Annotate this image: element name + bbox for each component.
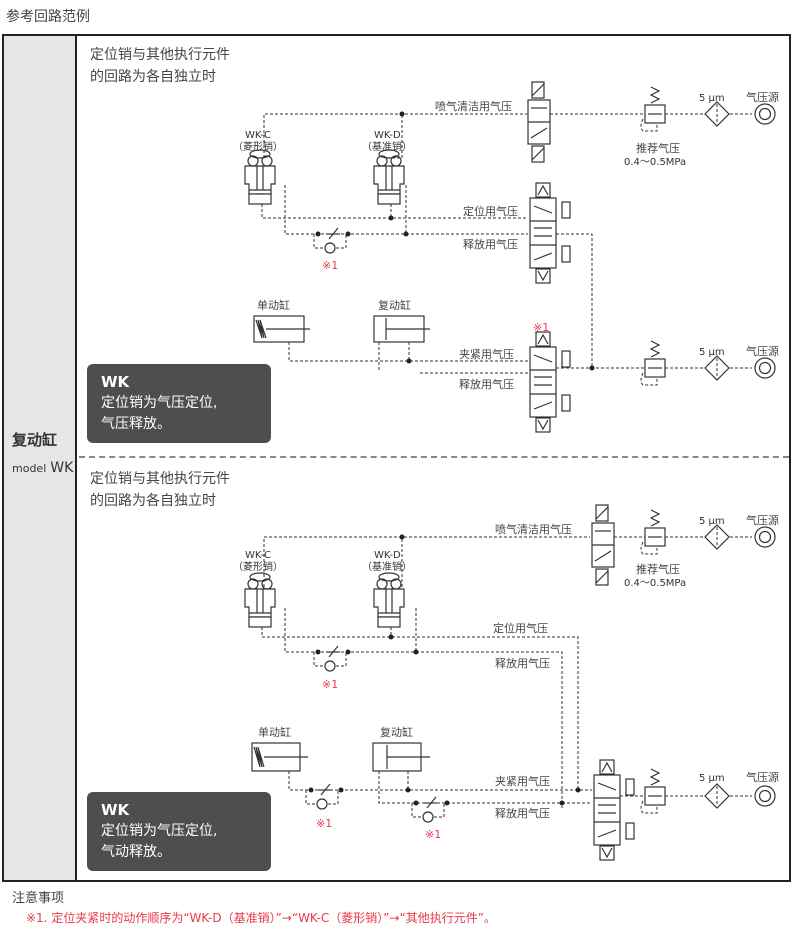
release2-label: 释放用气压 <box>459 377 514 391</box>
release2-label: 释放用气压 <box>495 806 550 820</box>
rec-pressure-value: 0.4～0.5MPa <box>624 157 686 168</box>
callout-box: WK 定位销为气压定位, 气动释放。 <box>87 792 271 871</box>
air-source-1 <box>754 103 776 125</box>
regulator-3 <box>640 509 666 555</box>
section1-circuit: 喷气清洁用气压 定位用气压 释放用气压 夹紧用气压 释放用气压 WK-C （菱形… <box>233 81 779 433</box>
wkd-sub-label: （基准销） <box>362 140 412 153</box>
air-source-4 <box>754 785 776 807</box>
wkd-pin <box>373 572 405 628</box>
callout-box: WK 定位销为气压定位, 气压释放。 <box>87 364 271 443</box>
regulator-2 <box>640 340 666 386</box>
model-prefix: model <box>12 462 47 475</box>
clamp-label: 夹紧用气压 <box>495 774 550 788</box>
section-divider <box>79 456 789 458</box>
wkc-sub-label: （菱形销） <box>233 140 283 153</box>
wkc-label: WK-C <box>245 130 271 141</box>
locate-label: 定位用气压 <box>493 621 548 635</box>
section1-heading: 定位销与其他执行元件 的回路为各自独立时 <box>90 44 230 88</box>
source-label-2: 气压源 <box>746 344 779 358</box>
filter-3 <box>704 524 730 550</box>
callout-title: WK <box>101 373 130 391</box>
wkd-label: WK-D <box>374 550 401 561</box>
note-item: ※1. 定位夹紧时的动作顺序为“WK-D（基准销）”→“WK-C（菱形销）”→“… <box>26 911 496 925</box>
wkd-label: WK-D <box>374 130 401 141</box>
callout-line: 气压释放。 <box>101 416 171 432</box>
model-name: WK <box>50 460 74 476</box>
section2-circuit: 喷气清洁用气压 定位用气压 释放用气压 夹紧用气压 释放用气压 WK-C （菱形… <box>233 504 779 861</box>
purge-label: 喷气清洁用气压 <box>435 99 512 113</box>
note-mark: ※1 <box>322 678 338 691</box>
wkd-pin <box>373 149 405 205</box>
wkc-label: WK-C <box>245 550 271 561</box>
clamp-label: 夹紧用气压 <box>459 347 514 361</box>
rec-pressure-label: 推荐气压 <box>636 141 680 155</box>
callout-line: 定位销为气压定位, <box>101 395 218 411</box>
source-label-2: 气压源 <box>746 770 779 784</box>
clamp-valve <box>529 331 571 433</box>
single-cyl-label: 单动缸 <box>258 725 291 739</box>
callout-line: 气动释放。 <box>101 844 171 860</box>
note-mark: ※1 <box>322 259 338 272</box>
air-source-3 <box>754 526 776 548</box>
rec-pressure-value: 0.4～0.5MPa <box>624 578 686 589</box>
clamp-valve <box>593 759 635 861</box>
wkc-pin <box>244 149 276 205</box>
purge-valve <box>591 504 615 586</box>
filter-2 <box>704 355 730 381</box>
filter-rating-2: 5 μm <box>699 347 725 358</box>
heading-line: 的回路为各自独立时 <box>90 69 216 85</box>
regulator-1 <box>640 86 666 132</box>
section2-heading: 定位销与其他执行元件 的回路为各自独立时 <box>90 468 230 512</box>
rec-pressure-label: 推荐气压 <box>636 562 680 576</box>
single-acting-cylinder <box>253 315 310 343</box>
wkc-pin <box>244 572 276 628</box>
wkc-sub-label: （菱形销） <box>233 560 283 573</box>
wkd-sub-label: （基准销） <box>362 560 412 573</box>
release-label: 释放用气压 <box>495 656 550 670</box>
filter-rating-2: 5 μm <box>699 773 725 784</box>
heading-line: 的回路为各自独立时 <box>90 493 216 509</box>
source-label: 气压源 <box>746 513 779 527</box>
release-label: 释放用气压 <box>463 237 518 251</box>
filter-1 <box>704 101 730 127</box>
page-title: 参考回路范例 <box>6 9 90 25</box>
filter-4 <box>704 783 730 809</box>
regulator-4 <box>640 768 666 814</box>
purge-valve <box>527 81 551 163</box>
double-cyl-label: 复动缸 <box>378 298 411 312</box>
note-mark: ※1 <box>316 817 332 830</box>
double-acting-cylinder <box>373 315 430 343</box>
side-title: 复动缸 <box>12 431 58 449</box>
note-mark: ※1 <box>533 321 549 334</box>
purge-label: 喷气清洁用气压 <box>495 522 572 536</box>
filter-rating: 5 μm <box>699 93 725 104</box>
notes-title: 注意事项 <box>12 891 65 906</box>
double-cyl-label: 复动缸 <box>380 725 413 739</box>
note-mark: ※1 <box>425 828 441 841</box>
locate-label: 定位用气压 <box>463 204 518 218</box>
air-source-2 <box>754 357 776 379</box>
heading-line: 定位销与其他执行元件 <box>90 47 230 63</box>
heading-line: 定位销与其他执行元件 <box>90 471 230 487</box>
callout-title: WK <box>101 801 130 819</box>
single-cyl-label: 单动缸 <box>257 298 290 312</box>
single-acting-cylinder <box>251 742 308 772</box>
filter-rating: 5 μm <box>699 516 725 527</box>
locate-valve <box>529 182 571 284</box>
double-acting-cylinder <box>372 742 430 772</box>
source-label: 气压源 <box>746 90 779 104</box>
callout-line: 定位销为气压定位, <box>101 823 218 839</box>
